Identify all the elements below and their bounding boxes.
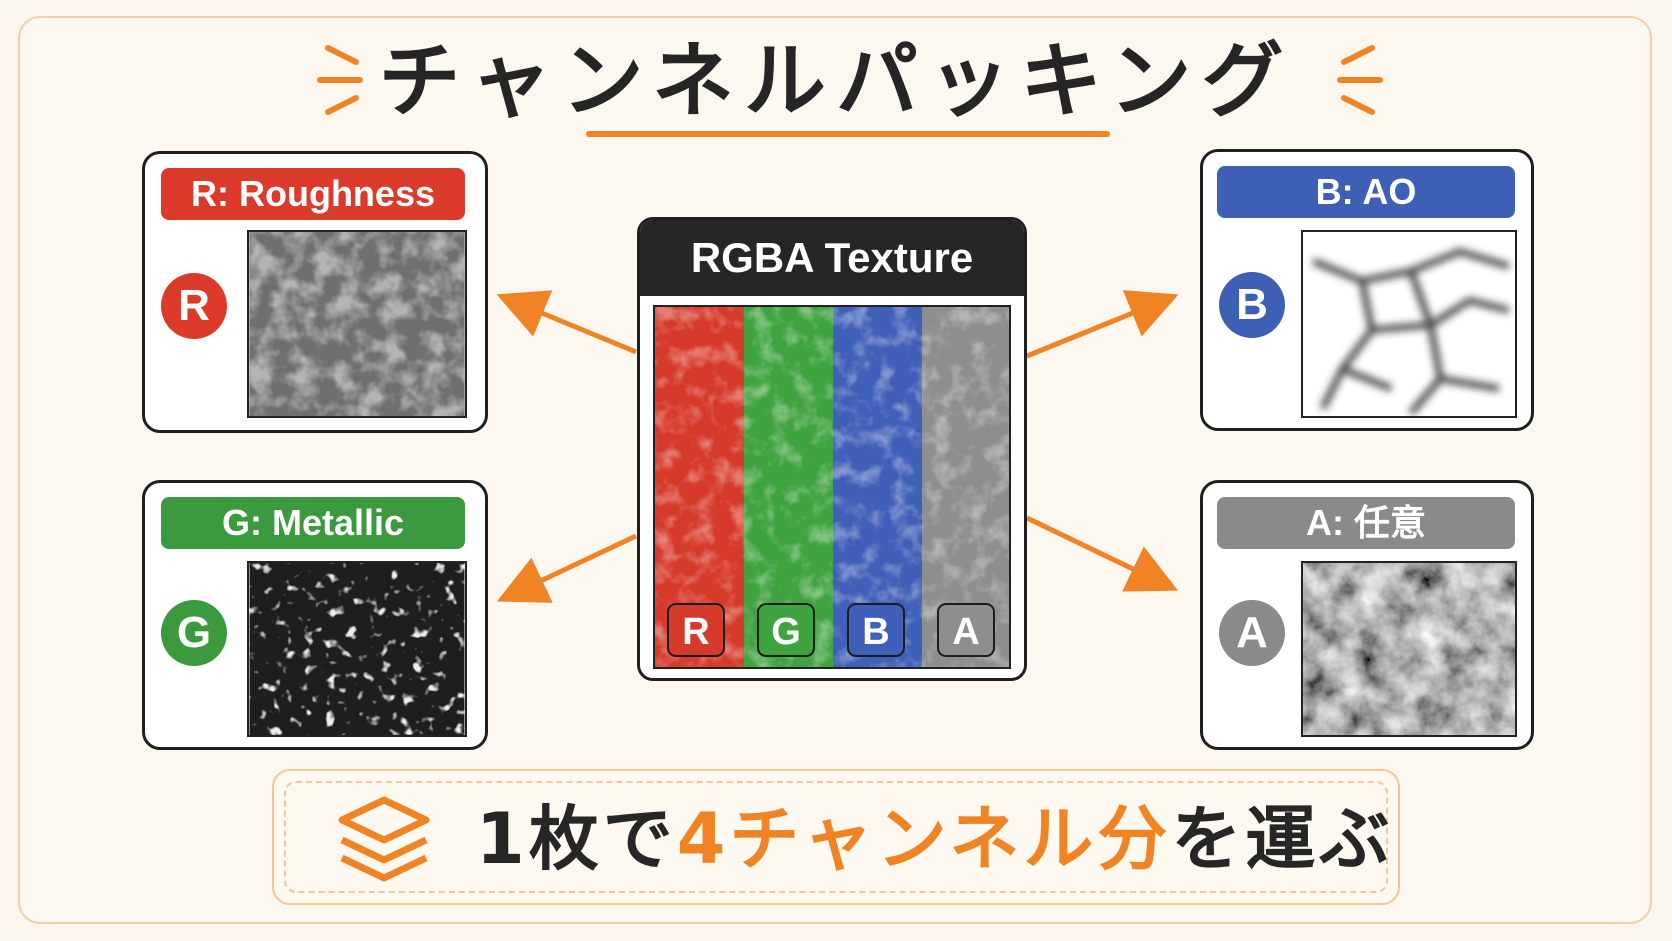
page-title: チャンネルパッキング — [378, 34, 1294, 129]
footer-part-1: 1枚で — [476, 798, 677, 880]
badge-g: G — [161, 600, 227, 666]
thumb-metallic — [247, 561, 467, 737]
thumb-roughness — [247, 230, 467, 418]
badge-r: R — [161, 273, 227, 339]
chip-a: A — [937, 603, 995, 657]
chip-r: R — [667, 603, 725, 657]
card-metallic: G: Metallic G — [142, 480, 488, 750]
thumb-alpha — [1301, 561, 1517, 737]
thumb-ao — [1301, 230, 1517, 418]
banner-alpha: A: 任意 — [1217, 497, 1515, 549]
footer-part-2: 4チャンネル分 — [676, 798, 1172, 880]
rgba-texture-heading: RGBA Texture — [640, 220, 1024, 296]
footer-box — [272, 769, 1400, 905]
title-underline — [586, 131, 1110, 137]
footer-dashed-border — [284, 781, 1388, 893]
chip-g: G — [757, 603, 815, 657]
sparkle-left-icon — [317, 45, 363, 115]
badge-a: A — [1219, 600, 1285, 666]
badge-b: B — [1219, 272, 1285, 338]
layers-icon — [338, 796, 430, 882]
card-roughness: R: Roughness R — [142, 151, 488, 433]
footer-message: 1枚で4チャンネル分を運ぶ — [476, 794, 1393, 884]
card-ao: B: AO B — [1200, 149, 1534, 431]
card-alpha: A: 任意 A — [1200, 480, 1534, 750]
banner-ao: B: AO — [1217, 166, 1515, 218]
footer-part-3: を運ぶ — [1171, 798, 1394, 880]
chip-b: B — [847, 603, 905, 657]
sparkle-right-icon — [1337, 45, 1383, 115]
banner-metallic: G: Metallic — [161, 497, 465, 549]
banner-roughness: R: Roughness — [161, 168, 465, 220]
